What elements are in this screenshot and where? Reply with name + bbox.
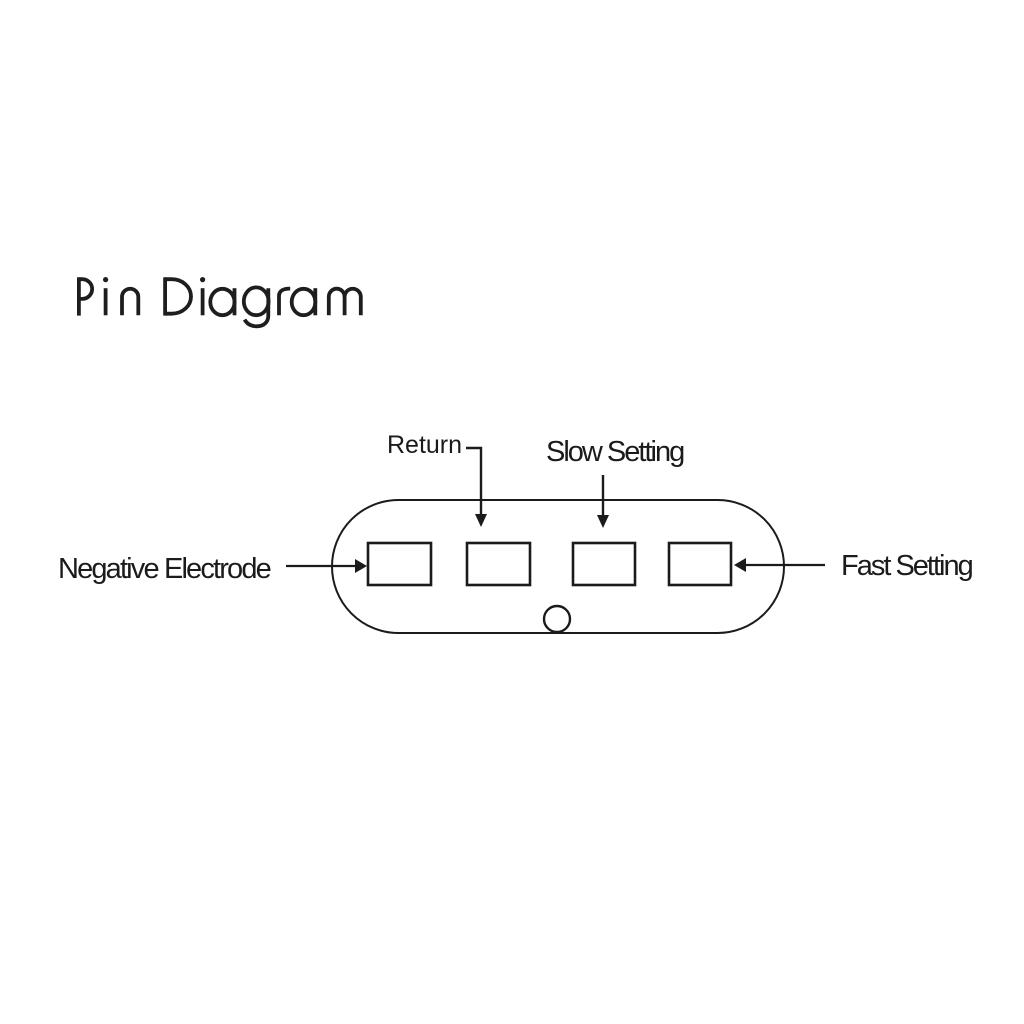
svg-text:Slow Setting: Slow Setting — [546, 436, 684, 468]
svg-text:Negative Electrode: Negative Electrode — [58, 553, 271, 585]
svg-text:Return: Return — [387, 431, 462, 459]
svg-text:Fast Setting: Fast Setting — [841, 550, 973, 582]
